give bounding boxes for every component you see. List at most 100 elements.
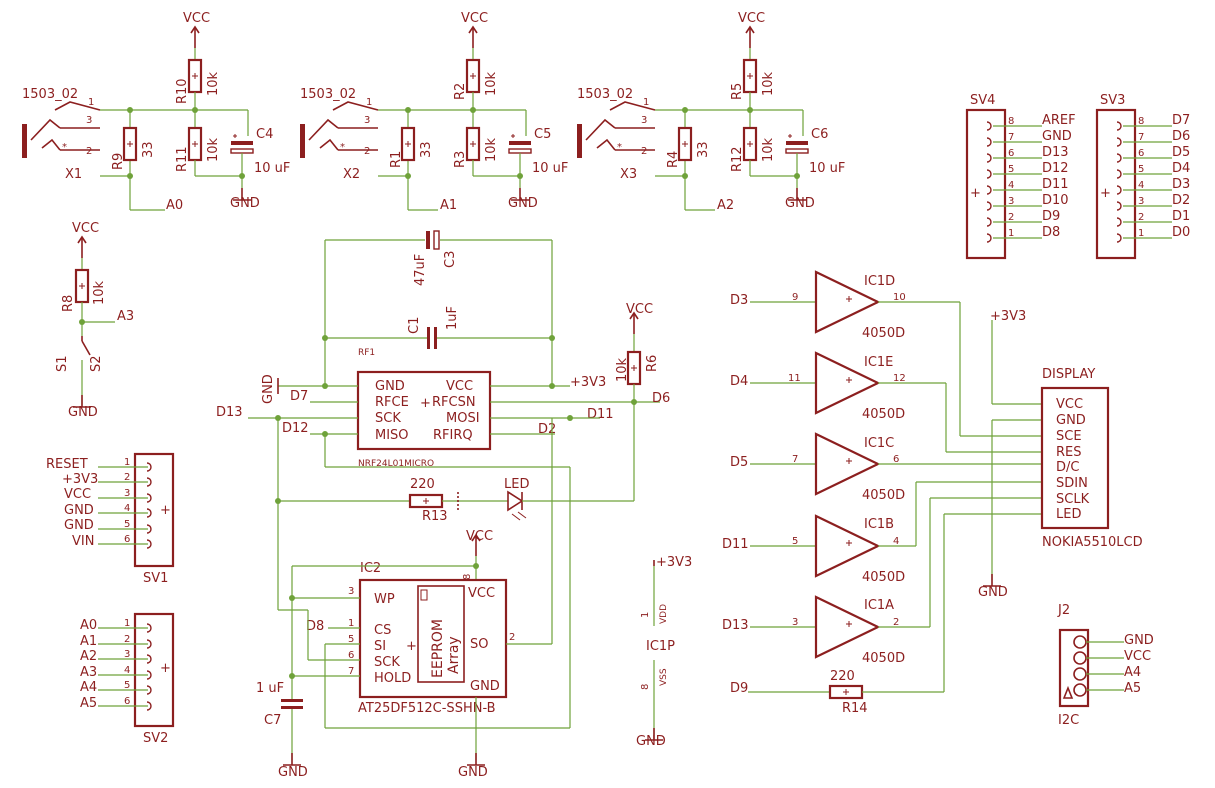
- jack-type-label: 1503_02: [300, 87, 356, 102]
- ee-pin-gnd: GND: [470, 679, 500, 694]
- sv1-label-2: +3V3: [62, 472, 98, 487]
- ic1p-pin-1: 1: [640, 612, 651, 618]
- r3-value: 10k: [484, 137, 499, 162]
- sv2-label-1: A0: [80, 618, 97, 633]
- display-gnd: GND: [978, 585, 1008, 600]
- sv3-label-d2: D2: [1172, 193, 1190, 208]
- r4-value: 33: [696, 141, 711, 158]
- ee-pin-so: SO: [470, 637, 488, 652]
- ic1a-label: IC1A: [864, 598, 894, 613]
- display-3v3: +3V3: [990, 309, 1026, 324]
- ic1e-part: 4050D: [862, 407, 905, 422]
- jack-x3-body: [577, 124, 582, 158]
- sv4-label-d12: D12: [1042, 161, 1069, 176]
- sv2-label-2: A1: [80, 634, 97, 649]
- sv3-label-d4: D4: [1172, 161, 1190, 176]
- sv1-label-1: RESET: [46, 457, 88, 472]
- display-pin-res: RES: [1056, 445, 1082, 460]
- sv2-num-4: 4: [124, 665, 130, 676]
- net-a3: A3: [117, 309, 134, 324]
- display-pin-led: LED: [1056, 507, 1081, 522]
- j2-label: J2: [1057, 603, 1070, 618]
- i2c-label: I2C: [1058, 713, 1079, 728]
- rf-net-d13: D13: [216, 405, 243, 420]
- ic1c-label: IC1C: [864, 436, 894, 451]
- svg-text:+: +: [160, 661, 171, 676]
- vcc-label: VCC: [461, 11, 488, 26]
- svg-text:+: +: [160, 503, 171, 518]
- ic1b-part: 4050D: [862, 570, 905, 585]
- r14-label: R14: [842, 701, 868, 716]
- ee-num-1: 1: [348, 618, 354, 629]
- jack-pin-1: 1: [88, 97, 94, 108]
- ic1a-pin-out: 2: [893, 617, 899, 628]
- sv3-num-5: 5: [1138, 164, 1144, 175]
- jack-type-label: 1503_02: [577, 87, 633, 102]
- sv1-label-3: VCC: [64, 487, 91, 502]
- ic1a-input-net: D13: [722, 618, 749, 633]
- input-channel-x1: 1503_02 1 3 2 X1 * A0 R9 33 VCC R10 10k …: [22, 11, 290, 213]
- r8-value: 10k: [92, 280, 107, 305]
- r11-value: 10k: [206, 137, 221, 162]
- sv1-label-4: GND: [64, 503, 94, 518]
- ee-pin-wp: WP: [374, 592, 395, 607]
- display-pin-sdin: SDIN: [1056, 476, 1088, 491]
- r1-label: R1: [389, 151, 404, 168]
- ic2-label: IC2: [360, 561, 381, 576]
- sv3-num-7: 7: [1138, 132, 1144, 143]
- jack-x1-body: [22, 124, 27, 158]
- sv3-label-d5: D5: [1172, 145, 1190, 160]
- ee-num-6: 6: [348, 650, 354, 661]
- r6-label: R6: [645, 355, 660, 372]
- display-part: NOKIA5510LCD: [1042, 535, 1143, 550]
- jack-pin-2: 2: [364, 146, 370, 157]
- r9-label: R9: [111, 153, 126, 170]
- gnd-label: GND: [278, 765, 308, 780]
- jack-type-label: 1503_02: [22, 87, 78, 102]
- svg-text:+: +: [1100, 186, 1111, 201]
- rf1-label: RF1: [358, 348, 375, 358]
- rf-net-d11: D11: [587, 407, 614, 422]
- sv2-label-3: A2: [80, 649, 97, 664]
- j2-pin-vcc: VCC: [1124, 649, 1151, 664]
- sv3-num-2: 2: [1138, 212, 1144, 223]
- sv1-num-1: 1: [124, 457, 130, 468]
- r9-value: 33: [141, 141, 156, 158]
- ic1b-pin-out: 4: [893, 536, 899, 547]
- sv1-num-4: 4: [124, 503, 130, 514]
- ic1p-pin-8: 8: [640, 684, 651, 690]
- ic1p-label: IC1P: [646, 639, 675, 654]
- r10-label: R10: [175, 78, 190, 104]
- sv2-label-6: A5: [80, 696, 97, 711]
- rf-net-d7: D7: [290, 389, 308, 404]
- buffer-ic1c: D5 7 IC1C 4050D 6: [730, 432, 1042, 503]
- jack-pin-3: 3: [364, 115, 370, 126]
- sv4-num-4: 4: [1008, 180, 1014, 191]
- svg-text:*: *: [340, 142, 345, 153]
- ic1c-input-net: D5: [730, 455, 748, 470]
- ee-num-7: 7: [348, 666, 354, 677]
- input-channel-x3: 1503_02 1 3 2 X3 * A2 R4 33 VCC R5 10k R…: [577, 11, 845, 213]
- svg-text:+: +: [970, 186, 981, 201]
- c7-value: 1 uF: [256, 681, 284, 696]
- rf-net-d6: D6: [652, 391, 670, 406]
- sv2-label: SV2: [143, 731, 168, 746]
- ee-num-5: 5: [348, 634, 354, 645]
- sv4-label-d9: D9: [1042, 209, 1060, 224]
- svg-text:+: +: [420, 396, 431, 411]
- switch-s2-label: S2: [89, 355, 104, 372]
- svg-text:*: *: [62, 142, 67, 153]
- gnd-label: GND: [230, 196, 260, 211]
- sv1-label-5: GND: [64, 518, 94, 533]
- rf-net-d2: D2: [538, 422, 556, 437]
- ic1d-pin-out: 10: [893, 292, 906, 303]
- ic1c-pin-out: 6: [893, 454, 899, 465]
- buffer-ic1b: D11 5 IC1B 4050D 4: [722, 481, 1042, 585]
- svg-text:*: *: [617, 142, 622, 153]
- jack-x2-label: X2: [343, 167, 360, 182]
- connector-j2-i2c: J2 GND VCC A4 A5 I2C: [1057, 603, 1154, 728]
- gnd-label: GND: [785, 196, 815, 211]
- ic1e-pin-out: 12: [893, 373, 906, 384]
- c3-value: 47uF: [413, 254, 428, 286]
